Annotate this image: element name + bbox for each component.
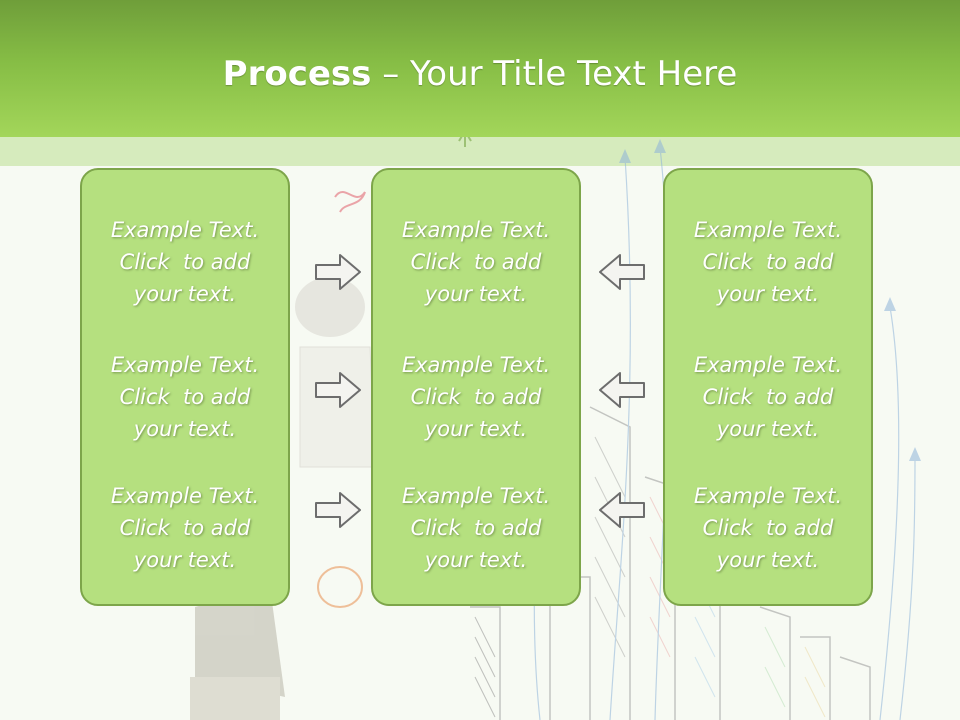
text-placeholder[interactable]: Example Text. Click to add your text. [665, 480, 871, 576]
arrow-right-icon [315, 492, 361, 528]
text-line: Example Text. [693, 353, 843, 377]
text-line: Click to add [119, 250, 251, 274]
text-line: Click to add [410, 385, 542, 409]
process-box-middle[interactable]: Example Text. Click to add your text. Ex… [371, 168, 581, 606]
text-placeholder[interactable]: Example Text. Click to add your text. [82, 349, 288, 445]
header-bar [0, 0, 960, 137]
text-line: Example Text. [110, 484, 260, 508]
process-box-right[interactable]: Example Text. Click to add your text. Ex… [663, 168, 873, 606]
text-placeholder[interactable]: Example Text. Click to add your text. [373, 480, 579, 576]
header-band [0, 137, 960, 166]
text-line: your text. [133, 548, 237, 572]
text-line: Example Text. [401, 353, 551, 377]
arrow-left-icon [599, 372, 645, 408]
arrow-right-icon [315, 372, 361, 408]
text-line: your text. [424, 282, 528, 306]
text-line: Example Text. [110, 218, 260, 242]
text-line: your text. [716, 548, 820, 572]
process-box-left[interactable]: Example Text. Click to add your text. Ex… [80, 168, 290, 606]
text-placeholder[interactable]: Example Text. Click to add your text. [373, 349, 579, 445]
title-separator: – [371, 54, 411, 94]
slide-title[interactable]: Process – Your Title Text Here [0, 52, 960, 96]
text-line: Example Text. [401, 484, 551, 508]
text-line: Example Text. [401, 218, 551, 242]
text-line: Example Text. [693, 484, 843, 508]
arrow-right-icon [315, 254, 361, 290]
text-line: your text. [716, 282, 820, 306]
text-line: Click to add [702, 516, 834, 540]
text-line: Click to add [702, 385, 834, 409]
text-line: Example Text. [693, 218, 843, 242]
text-line: your text. [424, 417, 528, 441]
text-placeholder[interactable]: Example Text. Click to add your text. [665, 214, 871, 310]
text-placeholder[interactable]: Example Text. Click to add your text. [82, 480, 288, 576]
text-line: your text. [424, 548, 528, 572]
text-line: Click to add [119, 516, 251, 540]
text-placeholder[interactable]: Example Text. Click to add your text. [373, 214, 579, 310]
text-line: your text. [133, 417, 237, 441]
arrow-left-icon [599, 254, 645, 290]
arrow-left-icon [599, 492, 645, 528]
text-line: Click to add [410, 516, 542, 540]
text-line: your text. [133, 282, 237, 306]
title-text: Your Title Text Here [410, 54, 738, 94]
text-line: Example Text. [110, 353, 260, 377]
text-line: your text. [716, 417, 820, 441]
text-placeholder[interactable]: Example Text. Click to add your text. [665, 349, 871, 445]
text-placeholder[interactable]: Example Text. Click to add your text. [82, 214, 288, 310]
text-line: Click to add [119, 385, 251, 409]
title-bold: Process [222, 54, 372, 94]
text-line: Click to add [410, 250, 542, 274]
text-line: Click to add [702, 250, 834, 274]
